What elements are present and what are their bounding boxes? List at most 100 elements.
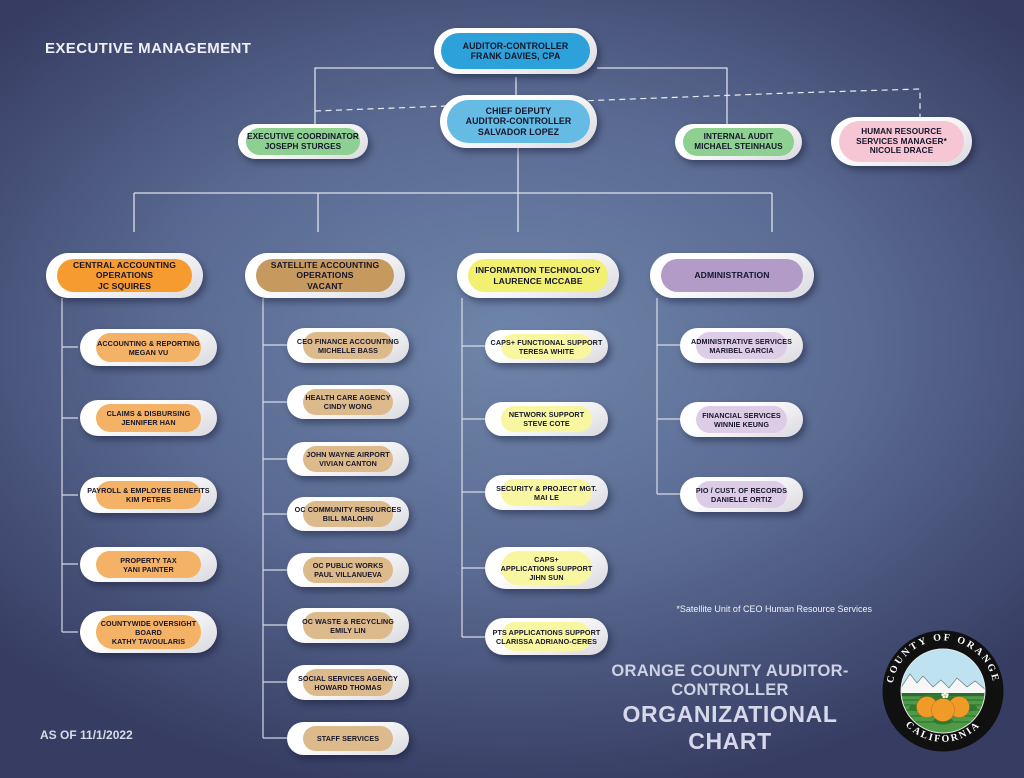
unit-box-satellite-accounting-2-fill [303, 446, 393, 472]
chart-title-line2: ORGANIZATIONAL CHART [622, 701, 838, 754]
unit-box-satellite-accounting-4-name: PAUL VILLANUEVA [314, 570, 382, 579]
unit-box-satellite-accounting-4-fill [303, 557, 393, 583]
unit-box-central-accounting-1-fill [96, 404, 201, 432]
unit-box-satellite-accounting-3-name: BILL MALOHN [322, 514, 374, 523]
unit-box-administration-1-fill [696, 406, 787, 433]
unit-box-central-accounting-1-name: JENNIFER HAN [121, 418, 176, 427]
unit-box-satellite-accounting-0-name: MICHELLE BASS [317, 345, 378, 355]
dept-central-accounting-box-title: CENTRAL ACCOUNTING OPERATIONS [72, 260, 176, 281]
auditor-controller-name: FRANK DAVIES, CPA [470, 51, 561, 61]
county-of-orange-seal: COUNTY OF ORANGE CALIFORNIA [882, 630, 1004, 752]
unit-box-information-technology-0-fill [501, 334, 592, 359]
auditor-controller-fill [441, 33, 590, 69]
unit-box-information-technology-2-title: SECURITY & PROJECT MGT. [496, 483, 597, 493]
seal-inner-rim [900, 648, 986, 734]
unit-box-central-accounting-4-title: COUNTYWIDE OVERSIGHT BOARD [100, 618, 197, 637]
unit-box-information-technology-1-title: NETWORK SUPPORT [508, 410, 585, 419]
executive-coordinator-name: JOSEPH STURGES [264, 141, 342, 151]
unit-box-central-accounting-3-title: PROPERTY TAX [120, 555, 177, 565]
dept-satellite-accounting-box-title: SATELLITE ACCOUNTING OPERATIONS [270, 260, 380, 281]
hr-services-manager-box: HUMAN RESOURCE SERVICES MANAGER* NICOLE … [831, 117, 972, 166]
chief-deputy-fill [447, 100, 590, 143]
unit-box-administration-1-title: FINANCIAL SERVICES [702, 410, 781, 420]
unit-box-administration-2-name: DANIELLE ORTIZ [711, 494, 772, 504]
unit-box-central-accounting-0-name: MEGAN VU [128, 347, 169, 357]
unit-box-administration-2-fill [696, 481, 787, 508]
unit-box-satellite-accounting-6-fill [303, 669, 393, 696]
unit-box-satellite-accounting-2-title: JOHN WAYNE AIRPORT [306, 450, 390, 459]
executive-coordinator-box: EXECUTIVE COORDINATOR JOSEPH STURGES [238, 124, 368, 159]
unit-box-administration-0-title: ADMINISTRATIVE SERVICES [690, 336, 793, 346]
dept-administration-box-title: ADMINISTRATION [694, 270, 770, 281]
dept-information-technology-box-title: INFORMATION TECHNOLOGY [475, 265, 601, 276]
internal-audit-title: INTERNAL AUDIT [703, 132, 774, 142]
dashed-connectors [314, 88, 921, 117]
unit-box-central-accounting-4-fill [96, 615, 201, 649]
unit-box-central-accounting-2-fill [96, 481, 201, 509]
unit-box-information-technology-2-text: SECURITY & PROJECT MGT.MAI LE [485, 475, 608, 510]
seal-oranges [916, 696, 970, 722]
unit-box-central-accounting-3-fill [96, 551, 201, 578]
unit-box-satellite-accounting-2-name: VIVIAN CANTON [319, 459, 377, 468]
unit-box-central-accounting-4-name: KATHY TAVOULARIS [111, 636, 186, 646]
unit-box-information-technology-4-title: PTS APPLICATIONS SUPPORT [492, 627, 601, 637]
unit-box-satellite-accounting-7-title: STAFF SERVICES [316, 734, 380, 743]
internal-audit-name: MICHAEL STEINHAUS [694, 142, 783, 151]
unit-box-information-technology-4-fill [501, 622, 592, 651]
unit-box-administration-0-name: MARIBEL GARCIA [709, 345, 774, 355]
unit-box-information-technology-0-title: CAPS+ FUNCTIONAL SUPPORT [490, 337, 603, 347]
unit-box-satellite-accounting-5-title: OC WASTE & RECYCLING [302, 616, 394, 626]
dept-administration-box: ADMINISTRATION [650, 253, 814, 298]
unit-box-satellite-accounting-6-name: HOWARD THOMAS [314, 682, 382, 692]
unit-box-administration-0-fill [696, 332, 787, 359]
unit-box-satellite-accounting-5-name: EMILY LIN [330, 625, 366, 635]
unit-box-central-accounting-0-title: ACCOUNTING & REPORTING [97, 338, 200, 348]
unit-box-administration-2-title: PIO / CUST. OF RECORDS [695, 485, 788, 495]
unit-box-satellite-accounting-7-fill [303, 726, 393, 751]
chief-deputy-name: SALVADOR LOPEZ [477, 126, 560, 137]
unit-box-satellite-accounting-7: STAFF SERVICES [287, 722, 409, 755]
seal-blossom [941, 692, 949, 699]
unit-box-information-technology-2: SECURITY & PROJECT MGT.MAI LE [485, 475, 608, 510]
unit-box-information-technology-3-title: CAPS+ APPLICATIONS SUPPORT [500, 554, 593, 573]
chief-deputy-title: CHIEF DEPUTY AUDITOR-CONTROLLER [465, 105, 572, 127]
hr-services-manager-name: NICOLE DRACE [869, 146, 934, 156]
unit-box-satellite-accounting-1-fill [303, 389, 393, 415]
unit-box-central-accounting-2-title: PAYROLL & EMPLOYEE BENEFITS [87, 486, 210, 495]
unit-box-information-technology-1-fill [501, 406, 592, 432]
unit-box-information-technology-4-name: CLARISSA ADRIANO-CERES [495, 636, 598, 646]
dept-central-accounting-box-name: JC SQUIRES [97, 280, 152, 291]
